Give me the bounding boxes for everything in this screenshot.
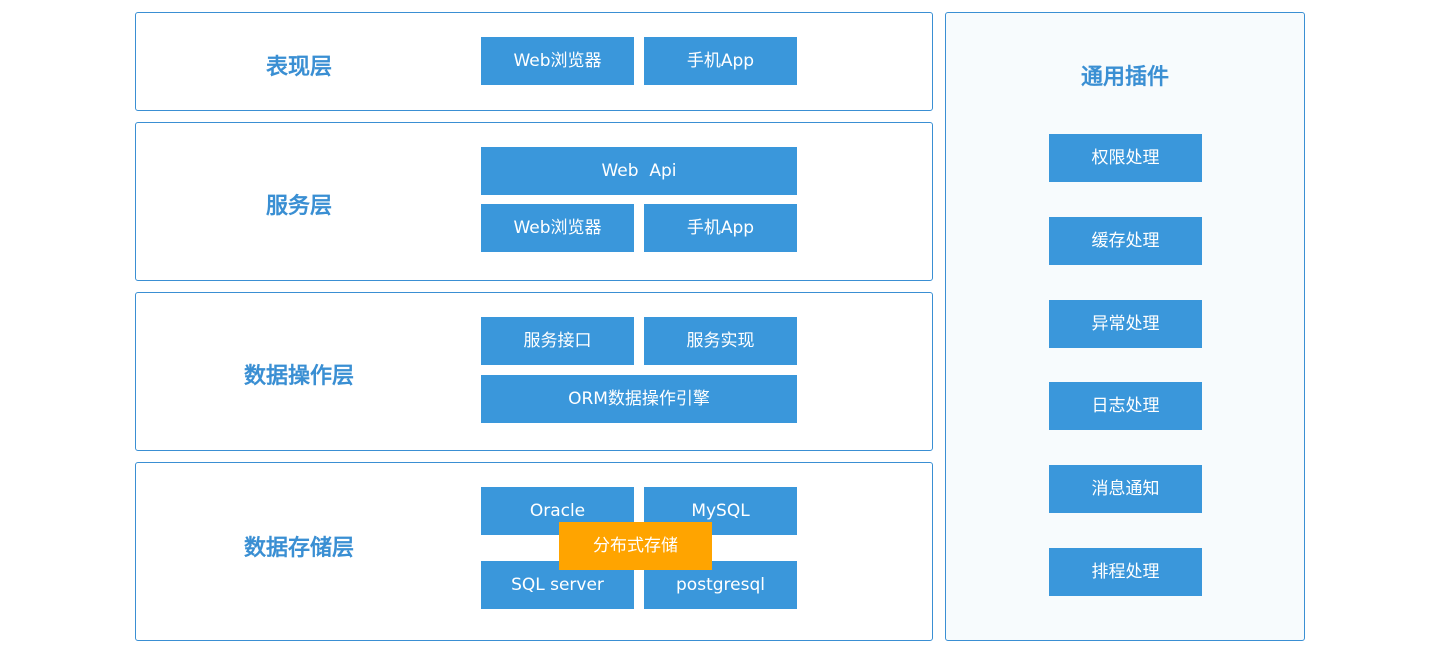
service-interface: 服务接口	[481, 317, 634, 365]
service-implementation: 服务实现	[644, 317, 797, 365]
data-operation-layer-title: 数据操作层	[243, 364, 354, 389]
presentation-mobile-app: 手机App	[644, 37, 797, 85]
plugin-scheduling: 排程处理	[1049, 548, 1202, 596]
plugin-permission: 权限处理	[1049, 134, 1202, 182]
plugins-title: 通用插件	[1080, 65, 1169, 90]
plugin-logging: 日志处理	[1049, 382, 1202, 430]
data-operation-layer: 数据操作层 服务接口 服务实现 ORM数据操作引擎	[135, 292, 933, 451]
postgresql-box: postgresql	[644, 561, 797, 609]
service-web-api: Web Api	[481, 147, 797, 195]
service-mobile-app: 手机App	[644, 204, 797, 252]
service-layer-title: 服务层	[265, 194, 332, 219]
presentation-layer-title: 表现层	[265, 55, 332, 80]
orm-engine: ORM数据操作引擎	[481, 375, 797, 423]
service-layer: 服务层 Web Api Web浏览器 手机App	[135, 122, 933, 281]
plugin-cache: 缓存处理	[1049, 217, 1202, 265]
data-storage-layer: 数据存储层 Oracle MySQL SQL server postgresql…	[135, 462, 933, 641]
distributed-storage-box: 分布式存储	[559, 522, 712, 570]
plugin-exception: 异常处理	[1049, 300, 1202, 348]
plugin-notification: 消息通知	[1049, 465, 1202, 513]
presentation-layer: 表现层 Web浏览器 手机App	[135, 12, 933, 111]
data-storage-layer-title: 数据存储层	[243, 536, 354, 561]
presentation-web-browser: Web浏览器	[481, 37, 634, 85]
sql-server-box: SQL server	[481, 561, 634, 609]
oracle-box: Oracle	[481, 487, 634, 535]
plugins-panel: 通用插件 权限处理 缓存处理 异常处理 日志处理 消息通知 排程处理	[945, 12, 1305, 641]
service-web-browser: Web浏览器	[481, 204, 634, 252]
